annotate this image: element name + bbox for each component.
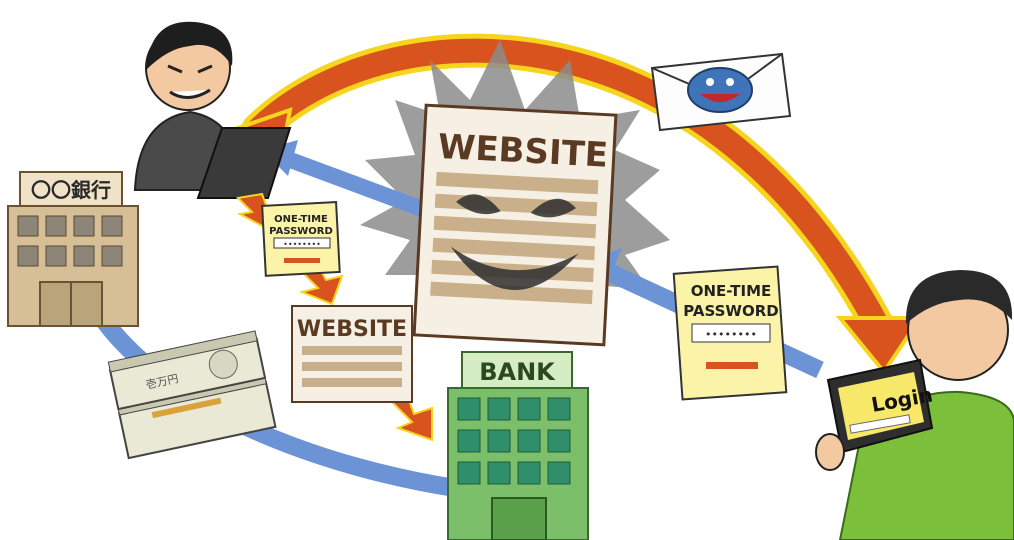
otp-large-line1: ONE-TIME [691, 282, 772, 300]
otp-small-line2: PASSWORD [269, 226, 333, 237]
bank-sign: BANK [479, 358, 556, 386]
local-bank-sign: 〇〇銀行 [31, 178, 111, 202]
otp-small-dots: •••••••• [283, 240, 321, 249]
otp-card-small: ONE-TIME PASSWORD •••••••• [261, 201, 341, 277]
website-main-title: WEBSITE [437, 127, 609, 176]
evil-grin-icon [450, 246, 579, 290]
red-arc-arrow [233, 33, 924, 376]
local-bank-building: 〇〇銀行 [7, 171, 139, 327]
website-card-small: WEBSITE [291, 305, 413, 403]
website-small-title: WEBSITE [297, 317, 407, 342]
virus-monster-icon [687, 67, 753, 113]
money-stacks: 壱万円 [107, 330, 277, 460]
banknote-text: 壱万円 [144, 371, 179, 392]
otp-card-large: ONE-TIME PASSWORD •••••••• [672, 265, 788, 401]
evil-eye-right-icon [530, 198, 576, 218]
victim-figure: Login [815, 270, 1014, 540]
bank-building: BANK [447, 351, 589, 540]
malware-envelope [650, 52, 792, 132]
otp-large-line2: PASSWORD [683, 302, 778, 320]
evil-eye-left-icon [456, 194, 501, 215]
hacker-figure [133, 21, 292, 199]
otp-small-line1: ONE-TIME [274, 214, 328, 225]
otp-large-dots: •••••••• [705, 328, 757, 341]
victim-tablet-icon: Login [826, 358, 935, 454]
fake-website-panel: WEBSITE [412, 103, 618, 347]
